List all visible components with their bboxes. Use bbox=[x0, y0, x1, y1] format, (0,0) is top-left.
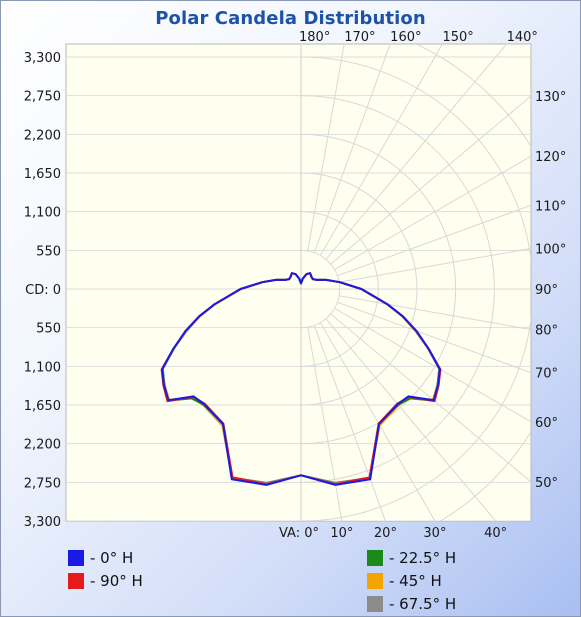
angle-tick: 170° bbox=[344, 30, 375, 45]
angle-tick: 110° bbox=[535, 199, 566, 214]
series-line bbox=[161, 272, 441, 486]
legend-swatch bbox=[68, 572, 84, 589]
grid-radial bbox=[313, 44, 391, 253]
grid-radial bbox=[334, 307, 531, 423]
legend-swatch bbox=[367, 595, 383, 612]
grid-radial bbox=[325, 44, 508, 260]
left-axis-tick: 1,650 bbox=[24, 167, 61, 182]
left-axis-tick: 2,750 bbox=[24, 476, 61, 491]
left-axis-tick: 550 bbox=[36, 244, 61, 259]
angle-tick: 60° bbox=[535, 416, 558, 431]
angle-tick: 120° bbox=[535, 150, 566, 165]
angle-tick: 10° bbox=[330, 526, 353, 541]
angle-tick: 90° bbox=[535, 283, 558, 298]
chart-title: Polar Candela Distribution bbox=[155, 8, 426, 29]
legend-label: - 0° H bbox=[90, 548, 134, 567]
angle-tick: 70° bbox=[535, 367, 558, 382]
angle-tick: VA: 0° bbox=[279, 526, 319, 541]
angle-tick: 130° bbox=[535, 90, 566, 105]
left-axis-tick: 2,200 bbox=[24, 438, 61, 453]
grid-radial bbox=[319, 322, 436, 521]
left-axis-tick: 2,750 bbox=[24, 90, 61, 105]
left-axis-tick: 3,300 bbox=[24, 51, 61, 66]
angle-tick: 140° bbox=[507, 30, 538, 45]
grid-radial bbox=[307, 44, 345, 252]
left-axis-tick: 1,650 bbox=[24, 399, 61, 414]
left-axis-tick: 550 bbox=[36, 322, 61, 337]
angle-tick: 50° bbox=[535, 476, 558, 491]
left-axis-tick: 1,100 bbox=[24, 206, 61, 221]
grid-radial bbox=[338, 295, 531, 331]
angle-tick: 160° bbox=[390, 30, 421, 45]
legend-label: - 90° H bbox=[90, 571, 143, 590]
plot-area bbox=[65, 43, 532, 522]
legend-item: - 67.5° H bbox=[367, 592, 456, 615]
legend-item: - 45° H bbox=[367, 569, 456, 592]
grid-radial bbox=[334, 155, 531, 271]
legend-label: - 22.5° H bbox=[389, 548, 457, 567]
grid-radial bbox=[330, 313, 531, 483]
grid-radial bbox=[307, 326, 343, 521]
grid-radial bbox=[325, 318, 497, 521]
angle-tick: 30° bbox=[423, 526, 446, 541]
angle-tick: 150° bbox=[442, 30, 473, 45]
left-axis-tick: 3,300 bbox=[24, 515, 61, 530]
legend-label: - 67.5° H bbox=[389, 594, 457, 613]
angle-tick: 20° bbox=[374, 526, 397, 541]
legend-swatch bbox=[68, 549, 84, 566]
angle-tick: 40° bbox=[484, 526, 507, 541]
legend-left: - 0° H - 90° H bbox=[68, 546, 143, 592]
grid-radial bbox=[319, 44, 444, 256]
legend-item: - 90° H bbox=[68, 569, 143, 592]
grid-radial bbox=[313, 325, 386, 521]
legend-item: - 22.5° H bbox=[367, 546, 456, 569]
angle-tick: 80° bbox=[535, 324, 558, 339]
grid-radial bbox=[330, 95, 531, 265]
angle-tick: 100° bbox=[535, 242, 566, 257]
left-axis-tick: 2,200 bbox=[24, 128, 61, 143]
legend-swatch bbox=[367, 549, 383, 566]
legend-item: - 0° H bbox=[68, 546, 143, 569]
legend-swatch bbox=[367, 572, 383, 589]
grid-arc bbox=[414, 44, 531, 521]
legend-label: - 45° H bbox=[389, 571, 442, 590]
left-axis-tick: 1,100 bbox=[24, 360, 61, 375]
grid-radial bbox=[337, 204, 531, 277]
grid-arc bbox=[300, 56, 531, 521]
legend-right: - 22.5° H - 45° H - 67.5° H bbox=[367, 546, 456, 615]
grid-radial bbox=[338, 247, 531, 283]
grid-radial bbox=[337, 301, 531, 374]
angle-tick: 180° bbox=[299, 30, 330, 45]
left-axis-tick: CD: 0 bbox=[25, 283, 61, 298]
